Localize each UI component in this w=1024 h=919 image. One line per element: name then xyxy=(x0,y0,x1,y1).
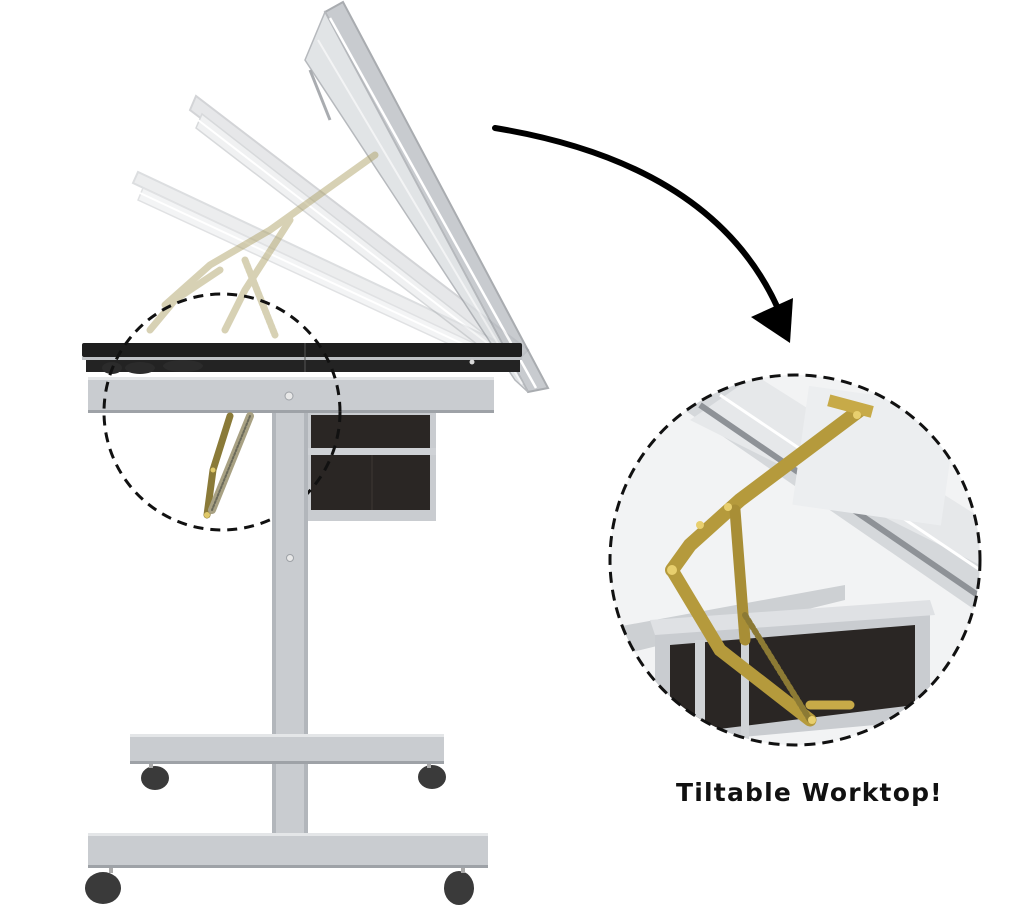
caster-wheels xyxy=(85,764,474,905)
caption-tiltable-worktop: Tiltable Worktop! xyxy=(676,778,943,807)
tilted-worktop-positions xyxy=(131,0,550,394)
ghost-hinge-arms xyxy=(146,151,379,339)
hinge-mechanism xyxy=(203,412,254,519)
table-leg xyxy=(272,413,308,833)
rear-base-bar xyxy=(130,734,444,764)
top-rail xyxy=(88,377,494,413)
curved-arrow xyxy=(492,125,793,343)
flat-worktop xyxy=(82,343,522,374)
front-base-bar xyxy=(88,833,488,868)
magnified-hinge-view xyxy=(608,373,982,747)
callout-circle-small xyxy=(102,292,342,532)
callout-circle-large xyxy=(608,373,982,747)
